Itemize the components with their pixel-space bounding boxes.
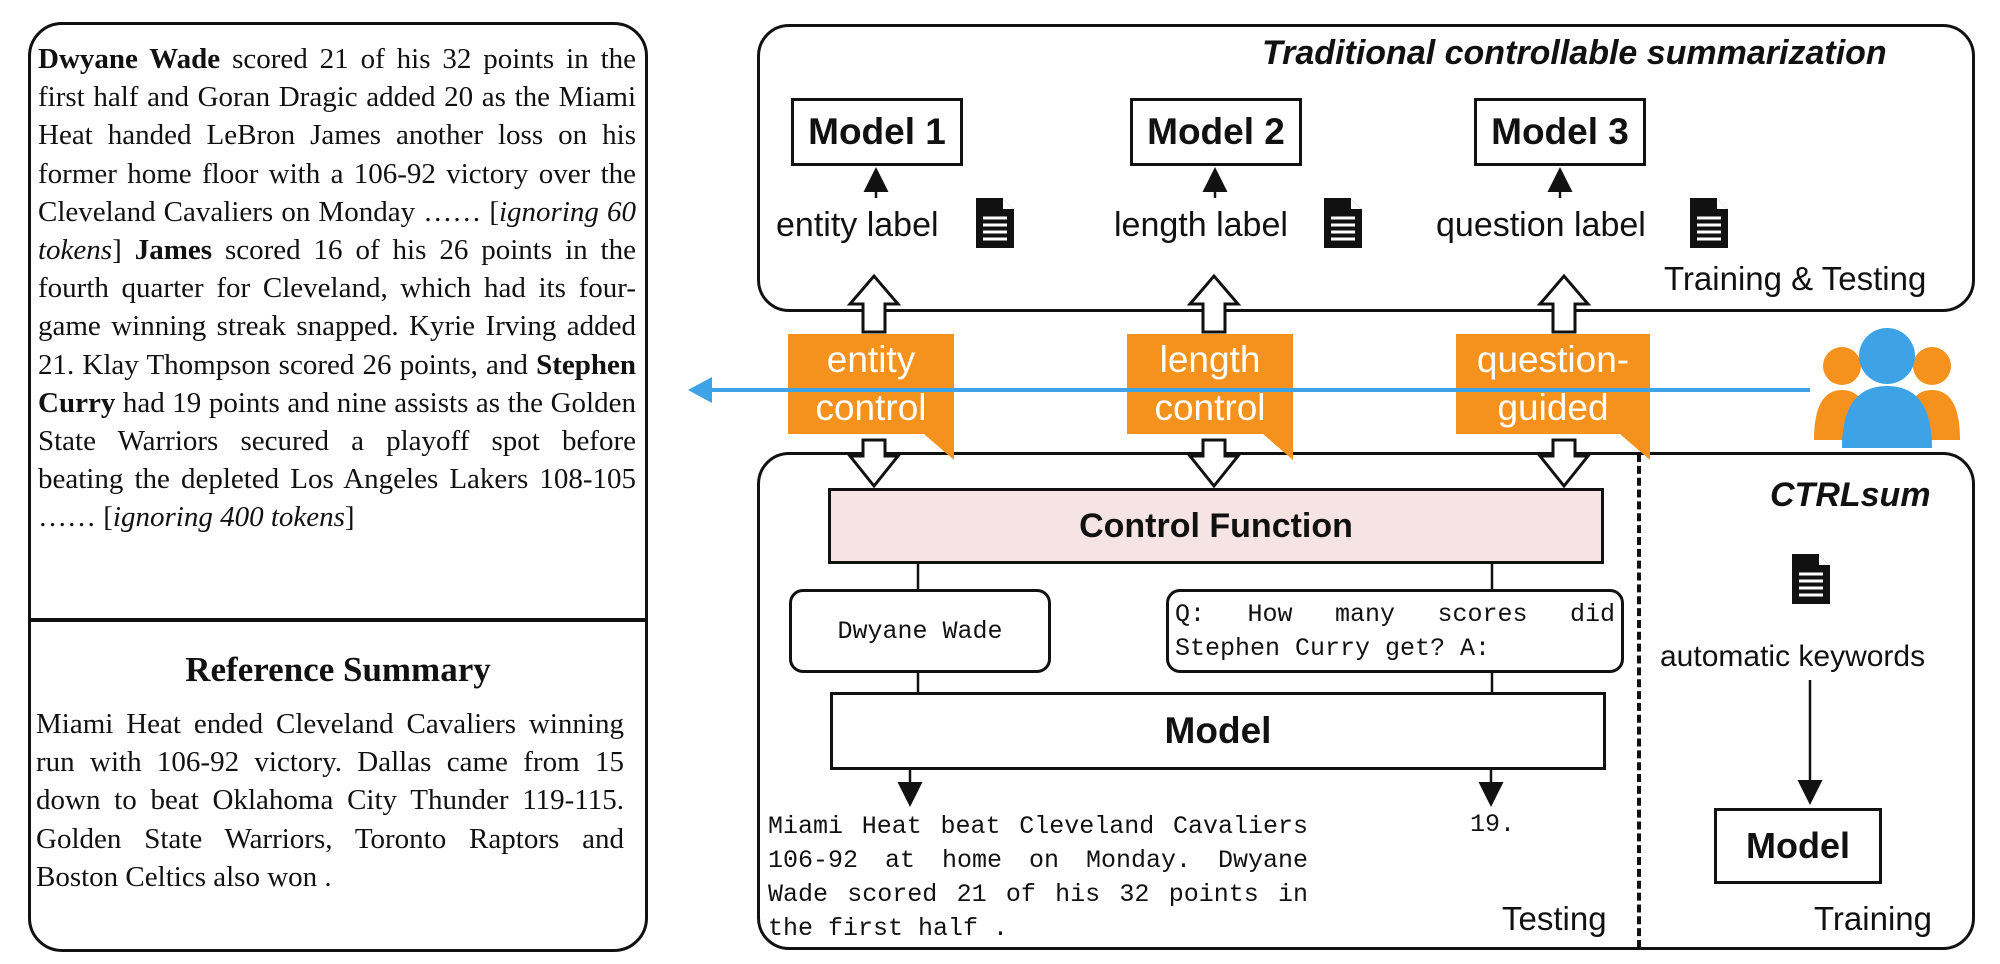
training-model-box: Model xyxy=(1714,808,1882,884)
traditional-title: Traditional controllable summarization xyxy=(1262,34,1887,72)
training-testing-label: Training & Testing xyxy=(1664,260,1927,297)
article-panel xyxy=(28,22,648,952)
ignored-tokens-note: ignoring 400 tokens xyxy=(112,501,345,534)
generated-summary: Miami Heat beat Cleveland Cavaliers 106-… xyxy=(768,810,1308,946)
panel-divider xyxy=(31,618,645,622)
hollow-arrow-down-length xyxy=(1186,438,1242,489)
hollow-arrow-down-entity xyxy=(846,438,902,489)
article-segment: had 19 points and nine assists as the Go… xyxy=(38,386,636,534)
ctrlsum-model-box: Model xyxy=(830,692,1606,770)
summary-line: Miami Heat beat Cleveland Cavaliers xyxy=(768,812,1308,841)
document-icon xyxy=(976,198,1014,248)
entity-keyword-box: Dwyane Wade xyxy=(789,589,1051,673)
document-icon xyxy=(1792,554,1830,604)
testing-label: Testing xyxy=(1502,900,1607,937)
users-icon xyxy=(1814,328,1960,448)
hollow-arrow-down-question xyxy=(1536,438,1592,489)
question-line: Stephen Curry get? A: xyxy=(1175,634,1491,663)
reference-summary-title: Reference Summary xyxy=(185,650,491,689)
control-function-box: Control Function xyxy=(828,488,1604,564)
article-segment: ] xyxy=(112,234,135,267)
hollow-arrow-up-entity xyxy=(846,273,902,334)
article-segment: scored 21 of his 32 points in the first … xyxy=(38,43,636,228)
callout-line: guided xyxy=(1497,387,1609,428)
highlight-entity: Dwyane Wade xyxy=(38,43,221,75)
ctrlsum-box xyxy=(757,452,1975,950)
automatic-keywords-label: automatic keywords xyxy=(1660,640,1926,673)
document-icon xyxy=(1690,198,1728,248)
question-line: Q: How many scores did xyxy=(1175,600,1615,629)
generated-answer: 19. xyxy=(1470,810,1516,839)
hollow-arrow-up-length xyxy=(1186,273,1242,334)
callout-line: control xyxy=(815,387,927,428)
entity-label: entity label xyxy=(776,206,939,244)
summary-line: Wade scored 21 of his 32 points in xyxy=(768,880,1308,909)
model-3-box: Model 3 xyxy=(1474,98,1646,166)
question-guided-callout: question- guided xyxy=(1456,334,1650,460)
length-control-callout: length control xyxy=(1127,334,1293,460)
traditional-box xyxy=(757,24,1975,312)
callout-line: question- xyxy=(1476,339,1630,380)
ctrlsum-title: CTRLsum xyxy=(1770,476,1931,514)
control-flow-arrowhead xyxy=(688,377,712,403)
training-label: Training xyxy=(1814,900,1932,937)
length-label: length label xyxy=(1114,206,1288,244)
model-1-box: Model 1 xyxy=(791,98,963,166)
hollow-arrow-up-question xyxy=(1536,273,1592,334)
ignored-tokens-note: ignoring 60 tokens xyxy=(38,195,636,267)
summary-line: the first half . xyxy=(768,914,1009,943)
entity-control-callout: entity control xyxy=(788,334,954,460)
model-2-box: Model 2 xyxy=(1130,98,1302,166)
highlight-entity: Stephen Curry xyxy=(38,348,636,419)
callout-line: length xyxy=(1159,339,1261,380)
article-segment: scored 16 of his 26 points in the fourth… xyxy=(38,234,636,381)
callout-line: control xyxy=(1154,387,1266,428)
callout-line: entity xyxy=(826,339,916,380)
highlight-entity: James xyxy=(134,234,213,267)
article-text: Dwyane Wade scored 21 of his 32 points i… xyxy=(38,40,636,537)
testing-training-divider xyxy=(1637,454,1641,948)
question-label: question label xyxy=(1436,206,1646,244)
article-segment: ] xyxy=(344,501,355,534)
reference-summary-text: Miami Heat ended Cleveland Cavaliers win… xyxy=(36,708,624,893)
summary-line: 106-92 at home on Monday. Dwyane xyxy=(768,846,1308,875)
document-icon xyxy=(1324,198,1362,248)
